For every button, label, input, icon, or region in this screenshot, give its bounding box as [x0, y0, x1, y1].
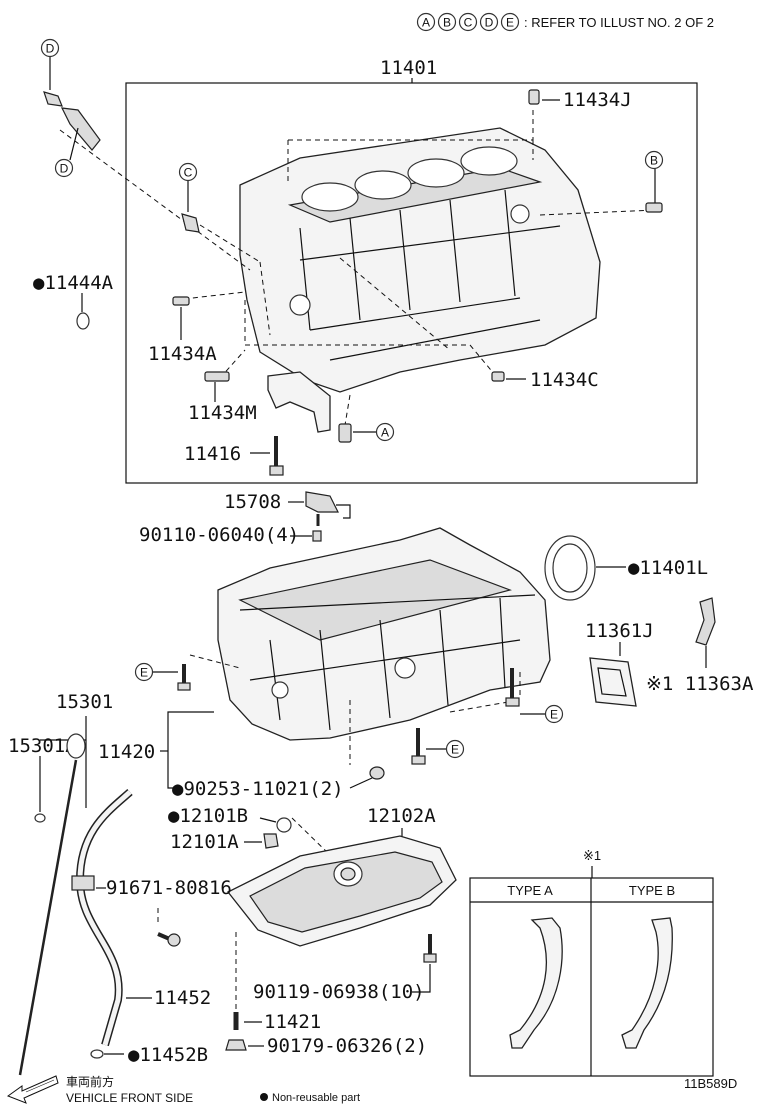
refer-letter-d: D	[485, 16, 494, 30]
label-90119[interactable]: 90119-06938(10)	[253, 981, 425, 1003]
callout-d-bottom-label: D	[60, 162, 69, 176]
label-11420[interactable]: 11420	[98, 741, 155, 763]
label-12102A[interactable]: 12102A	[367, 805, 436, 827]
label-11401[interactable]: 11401	[380, 57, 437, 79]
callout-e-mid-label: E	[451, 743, 459, 757]
callout-e-right	[544, 704, 564, 724]
label-11434J[interactable]: 11434J	[563, 89, 632, 111]
legend-non-reusable: Non-reusable part	[272, 1092, 360, 1104]
callout-e-right-label: E	[550, 708, 558, 722]
callout-e-left-label: E	[140, 666, 148, 680]
callout-d-top	[40, 38, 60, 58]
callout-c-label: C	[184, 166, 193, 180]
label-11444A[interactable]: ●11444A	[33, 272, 114, 294]
refer-letter-c: C	[464, 16, 473, 30]
non-reusable-dot	[260, 1093, 268, 1101]
label-11361J[interactable]: 11361J	[585, 620, 654, 642]
callout-b	[644, 150, 664, 170]
refer-letter-a: A	[422, 16, 430, 30]
label-11363A[interactable]: ※1 11363A	[646, 673, 754, 695]
label-91671[interactable]: 91671-80816	[106, 877, 232, 899]
type-inset: ※1 TYPE A TYPE B	[469, 848, 714, 1077]
callout-a-label: A	[381, 426, 389, 440]
inset-type-b: TYPE B	[629, 883, 675, 898]
callout-b-label: B	[650, 154, 658, 168]
label-15301[interactable]: 15301	[56, 691, 113, 713]
label-11421[interactable]: 11421	[264, 1011, 321, 1033]
label-15708[interactable]: 15708	[224, 491, 281, 513]
cylinder-block-illustration	[239, 127, 601, 393]
vehicle-front-indicator	[6, 1075, 59, 1104]
label-11434A[interactable]: 11434A	[148, 343, 217, 365]
label-15301A[interactable]: 15301A	[8, 735, 77, 757]
refer-legend: A B C D E : REFER TO ILLUST NO. 2 OF 2	[416, 12, 714, 32]
callout-d-top-label: D	[46, 42, 55, 56]
front-side-jp: 車両前方	[66, 1074, 114, 1089]
callout-e-left	[134, 662, 154, 682]
refer-letter-b: B	[443, 16, 451, 30]
label-11401L[interactable]: ●11401L	[628, 557, 708, 579]
callout-d-bottom	[54, 158, 74, 178]
callout-a	[375, 422, 395, 442]
refer-text: : REFER TO ILLUST NO. 2 OF 2	[524, 15, 714, 30]
label-12101B[interactable]: ●12101B	[168, 805, 248, 827]
label-11416[interactable]: 11416	[184, 443, 241, 465]
label-90110[interactable]: 90110-06040(4)	[139, 524, 299, 546]
label-90179[interactable]: 90179-06326(2)	[267, 1035, 427, 1057]
lower-block-illustration	[217, 527, 551, 741]
label-11434M[interactable]: 11434M	[188, 402, 257, 424]
label-11452[interactable]: 11452	[154, 987, 211, 1009]
oil-pan-illustration	[226, 835, 457, 947]
inset-type-a: TYPE A	[507, 883, 553, 898]
callout-c	[178, 162, 198, 182]
label-11452B[interactable]: ●11452B	[128, 1044, 208, 1066]
callout-e-mid	[445, 739, 465, 759]
refer-letter-e: E	[506, 16, 514, 30]
diagram-code: 11B589D	[684, 1076, 737, 1091]
label-90253[interactable]: ●90253-11021(2)	[172, 778, 344, 800]
label-12101A[interactable]: 12101A	[170, 831, 239, 853]
label-11434C[interactable]: 11434C	[530, 369, 599, 391]
front-side-en: VEHICLE FRONT SIDE	[66, 1091, 193, 1105]
inset-mark: ※1	[583, 848, 601, 863]
